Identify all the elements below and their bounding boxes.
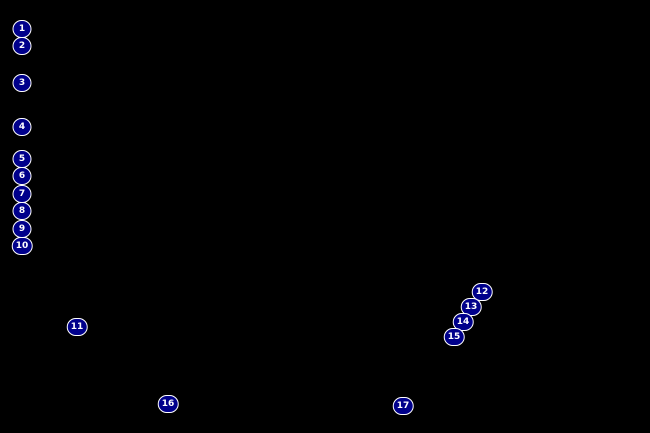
mark-badge-5[interactable]: 5	[12, 150, 32, 168]
mark-badge-9[interactable]: 9	[12, 220, 32, 238]
mark-badge-15[interactable]: 15	[443, 328, 465, 346]
mark-badge-13[interactable]: 13	[460, 298, 482, 316]
mark-badge-11[interactable]: 11	[66, 318, 88, 336]
mark-badge-10[interactable]: 10	[11, 237, 33, 255]
mark-badge-6[interactable]: 6	[12, 167, 32, 185]
mark-badge-2[interactable]: 2	[12, 37, 32, 55]
mark-badge-16[interactable]: 16	[157, 395, 179, 413]
mark-badge-1[interactable]: 1	[12, 20, 32, 38]
mark-badge-3[interactable]: 3	[12, 74, 32, 92]
mark-badge-14[interactable]: 14	[452, 313, 474, 331]
mark-badge-17[interactable]: 17	[392, 397, 414, 415]
mark-badge-7[interactable]: 7	[12, 185, 32, 203]
mark-badge-12[interactable]: 12	[471, 283, 493, 301]
mark-badge-8[interactable]: 8	[12, 202, 32, 220]
mark-badge-4[interactable]: 4	[12, 118, 32, 136]
